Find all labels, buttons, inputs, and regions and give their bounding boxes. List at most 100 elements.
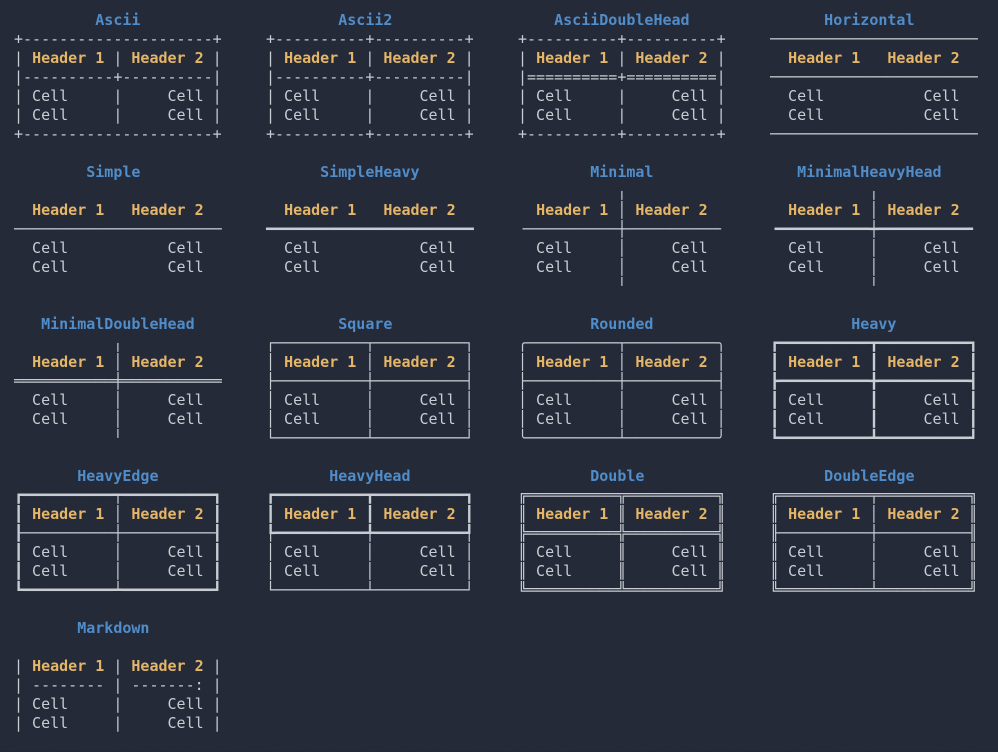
table-line: ───────────────────────	[770, 125, 978, 143]
table-title: Ascii2	[266, 11, 474, 29]
table-line: +----------+----------+	[518, 125, 726, 143]
table-line: ┌──────────┬──────────┐	[266, 334, 474, 352]
table-line: Cell │ Cell	[770, 239, 978, 257]
table-line: │ Cell │ Cell │	[266, 543, 474, 561]
table-line: │ Cell │ Cell │	[266, 391, 474, 409]
blank-line	[14, 733, 222, 752]
table-block-asciidoublehead: AsciiDoubleHead +----------+----------+|…	[518, 11, 726, 144]
table-line: Cell Cell	[266, 239, 474, 257]
header-text: Header 2	[131, 657, 204, 675]
table-line: ┏━━━━━━━━━━┳━━━━━━━━━━┓	[266, 486, 474, 504]
table-line: ╷	[770, 182, 978, 200]
table-line: | Header 1 | Header 2 |	[14, 657, 222, 675]
table-block-square: Square ┌──────────┬──────────┐│ Header 1…	[266, 315, 474, 448]
table-line: ╔══════════╦══════════╗	[518, 486, 726, 504]
table-line: | Cell | Cell |	[14, 87, 222, 105]
table-line: ╔══════════╤══════════╗	[770, 486, 978, 504]
table-line: ┃ Cell ┃ Cell ┃	[770, 391, 978, 409]
blank-line	[14, 277, 222, 296]
table-line: ┃ Cell ┃ Cell ┃	[770, 410, 978, 428]
table-line: ┡━━━━━━━━━━╇━━━━━━━━━━┩	[266, 524, 474, 542]
table-line: │ Cell │ Cell │	[518, 410, 726, 428]
table-line: ║ Header 1 ║ Header 2 ║	[518, 505, 726, 523]
table-line: ╠══════════╬══════════╣	[518, 524, 726, 542]
table-line: | -------- | -------: |	[14, 676, 222, 694]
table-title: Rounded	[518, 315, 726, 333]
header-text: Header 1	[788, 201, 861, 219]
header-text: Header 2	[887, 201, 960, 219]
table-title: Ascii	[14, 11, 222, 29]
header-text: Header 2	[383, 49, 456, 67]
table-block-double: Double ╔══════════╦══════════╗║ Header 1…	[518, 467, 726, 600]
table-line: ───────────────────────	[770, 68, 978, 86]
header-text: Header 2	[887, 353, 960, 371]
table-line: ║ Cell │ Cell ║	[770, 562, 978, 580]
header-text: Header 1	[536, 49, 609, 67]
header-text: Header 2	[635, 353, 708, 371]
table-block-heavyedge: HeavyEdge ┏━━━━━━━━━━┯━━━━━━━━━━┓┃ Heade…	[14, 467, 222, 600]
header-text: Header 1	[284, 353, 357, 371]
table-line: +----------+----------+	[518, 30, 726, 48]
table-line: ━━━━━━━━━━━━━━━━━━━━━━━	[266, 220, 474, 238]
table-block-rounded: Rounded ╭──────────┬──────────╮│ Header …	[518, 315, 726, 448]
header-text: Header 2	[131, 49, 204, 67]
table-line: ┗━━━━━━━━━━┻━━━━━━━━━━┛	[770, 429, 978, 447]
table-line: ║ Header 1 │ Header 2 ║	[770, 505, 978, 523]
table-line: └──────────┴──────────┘	[266, 581, 474, 599]
table-line: Cell │ Cell	[770, 258, 978, 276]
header-text: Header 2	[383, 505, 456, 523]
table-line: +---------------------+	[14, 125, 222, 143]
table-line: Header 1 Header 2	[14, 201, 222, 220]
header-text: Header 2	[383, 201, 456, 219]
table-line: ───────────────────────	[14, 220, 222, 238]
table-line: │ Cell │ Cell │	[518, 391, 726, 409]
header-text: Header 2	[383, 353, 456, 371]
table-title: Double	[518, 467, 726, 485]
table-line: ╵	[770, 277, 978, 295]
table-line: Cell Cell	[14, 239, 222, 257]
table-line: │ Cell │ Cell │	[266, 562, 474, 580]
table-title: DoubleEdge	[770, 467, 978, 485]
table-line: │ Header 1 │ Header 2 │	[518, 353, 726, 371]
header-text: Header 1	[32, 657, 105, 675]
table-line: Header 1 │ Header 2	[536, 201, 708, 219]
table-line: ┃ Header 1 ┃ Header 2 ┃	[770, 353, 978, 371]
header-text: Header 1	[284, 49, 357, 67]
table-title: Square	[266, 315, 474, 333]
table-line: ║ Cell ║ Cell ║	[518, 562, 726, 580]
header-text: Header 1	[32, 49, 105, 67]
table-title: SimpleHeavy	[266, 163, 474, 181]
table-line: ┃ Cell │ Cell ┃	[14, 562, 222, 580]
table-line: ┗━━━━━━━━━━┷━━━━━━━━━━┛	[14, 581, 222, 599]
table-line: Header 1 Header 2	[266, 201, 474, 220]
table-title: Minimal	[518, 163, 726, 181]
table-line: ╚══════════╩══════════╝	[518, 581, 726, 599]
table-line: ┣━━━━━━━━━━╋━━━━━━━━━━┫	[770, 372, 978, 390]
table-line: | Cell | Cell |	[266, 87, 474, 105]
table-line: Header 1 │ Header 2	[32, 353, 204, 371]
table-block-heavy: Heavy ┏━━━━━━━━━━┳━━━━━━━━━━┓┃ Header 1 …	[770, 315, 978, 448]
table-title: Heavy	[770, 315, 978, 333]
table-title: MinimalHeavyHead	[770, 163, 978, 181]
table-line: Cell │ Cell	[518, 258, 726, 276]
table-title: AsciiDoubleHead	[518, 11, 726, 29]
table-line: │ Cell │ Cell │	[266, 410, 474, 428]
header-text: Header 2	[635, 505, 708, 523]
table-line: ───────────────────────	[770, 30, 978, 48]
table-line: ╺━━━━━━━━━━┿━━━━━━━━━━╸	[770, 220, 978, 238]
table-line: ╷	[518, 182, 726, 200]
blank-line	[14, 638, 222, 657]
header-text: Header 1	[284, 201, 357, 219]
table-block-minimaldoublehead: MinimalDoubleHead ╷ Header 1 │ Header 2 …	[14, 315, 222, 448]
table-line: ┃ Header 1 ┃ Header 2 ┃	[266, 505, 474, 523]
table-line: ╚══════════╧══════════╝	[770, 581, 978, 599]
table-title: Markdown	[14, 619, 222, 637]
table-line: +---------------------+	[14, 30, 222, 48]
table-line: Cell │ Cell	[518, 239, 726, 257]
header-text: Header 2	[131, 353, 204, 371]
table-line: ┃ Header 1 │ Header 2 ┃	[14, 505, 222, 523]
header-text: Header 2	[635, 201, 708, 219]
table-line: │ Header 1 │ Header 2 │	[266, 353, 474, 371]
table-line: Header 1 Header 2	[770, 49, 978, 68]
